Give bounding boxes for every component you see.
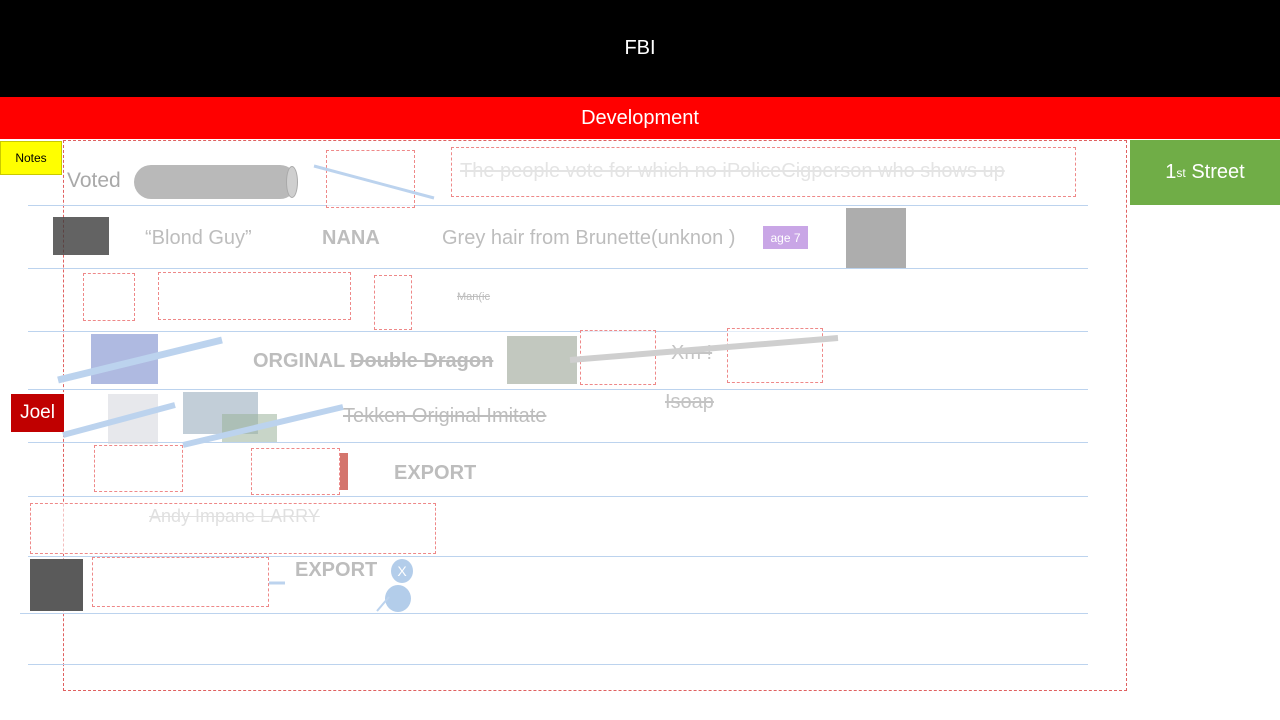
guide-line xyxy=(28,389,1088,390)
guide-line xyxy=(28,496,1088,497)
connector-line xyxy=(57,336,223,384)
guide-line xyxy=(20,613,1088,614)
handle-circle[interactable] xyxy=(385,585,411,612)
larry-text: Andy Impane LARRY xyxy=(149,506,320,526)
orginal-label: ORGINAL xyxy=(253,350,346,372)
banner-text: The people vote for which no iPoliceCigp… xyxy=(460,160,1005,182)
notes-tag[interactable]: Notes xyxy=(0,141,62,175)
tekken-label: Tekken Original Imitate xyxy=(343,405,547,427)
notes-label: Notes xyxy=(15,151,47,165)
soldier-photo[interactable] xyxy=(507,336,577,384)
export-label-2[interactable]: EXPORT xyxy=(295,559,378,581)
guide-line xyxy=(28,442,1088,443)
man-label: Man(ic xyxy=(457,291,491,303)
grey-hair-label: Grey hair from Brunette(unknon ) xyxy=(442,227,736,249)
larry-textbox[interactable]: Andy Impane LARRY xyxy=(30,503,436,554)
joel-label: Joel xyxy=(20,402,55,423)
subheader-bar: Development xyxy=(0,97,1280,139)
connector-line xyxy=(62,402,176,438)
photo-thumbnail[interactable] xyxy=(53,217,109,255)
connector-line xyxy=(182,404,344,448)
vote-cylinder-cap xyxy=(286,166,298,198)
guide-line xyxy=(28,205,1088,206)
image-frame[interactable] xyxy=(94,445,183,492)
banner-textbox[interactable]: The people vote for which no iPoliceCigp… xyxy=(451,147,1076,197)
connector-line xyxy=(569,335,839,363)
man-portrait[interactable] xyxy=(30,559,83,611)
export-label-1[interactable]: EXPORT xyxy=(394,462,477,484)
close-icon[interactable]: X xyxy=(391,559,413,583)
nana-label: NANA xyxy=(322,227,380,249)
voted-label: Voted xyxy=(67,169,121,192)
guide-line xyxy=(28,664,1088,665)
connector-lines-row8 xyxy=(269,581,390,612)
text-frame[interactable] xyxy=(158,272,351,320)
blond-guy-label: “Blond Guy” xyxy=(145,227,252,249)
street-number: 1 xyxy=(1165,161,1177,183)
image-frame[interactable] xyxy=(727,328,823,383)
header-title: FBI xyxy=(624,37,656,59)
street-name: Street xyxy=(1185,161,1245,183)
vote-image-frame[interactable] xyxy=(326,150,415,208)
age-badge: age 7 xyxy=(763,226,808,249)
age-text: age 7 xyxy=(770,230,801,245)
guide-line xyxy=(28,268,1088,269)
subheader-title: Development xyxy=(581,106,699,129)
document-frame[interactable] xyxy=(374,275,412,330)
connector-lines-row5 xyxy=(62,402,344,448)
image-frame[interactable] xyxy=(83,273,135,321)
close-glyph: X xyxy=(397,563,407,579)
photo-sliver xyxy=(340,453,348,490)
header-bar: FBI xyxy=(0,0,1280,98)
image-frame[interactable] xyxy=(92,557,269,607)
portrait-photo[interactable] xyxy=(846,208,906,268)
connector-lines-row4 xyxy=(57,335,839,384)
isoap-label: Isoap xyxy=(665,391,714,413)
connector-line xyxy=(313,164,435,200)
vote-cylinder-shape[interactable] xyxy=(134,165,297,199)
connector-lines-row1 xyxy=(313,164,435,200)
guide-line xyxy=(28,556,1088,557)
joel-tag[interactable]: Joel xyxy=(11,394,64,432)
street-suffix: st xyxy=(1176,165,1186,180)
image-frame[interactable] xyxy=(251,448,340,495)
guide-line xyxy=(28,331,1088,332)
double-dragon-label: Double Dragon xyxy=(350,350,494,372)
connector-line xyxy=(376,596,390,612)
